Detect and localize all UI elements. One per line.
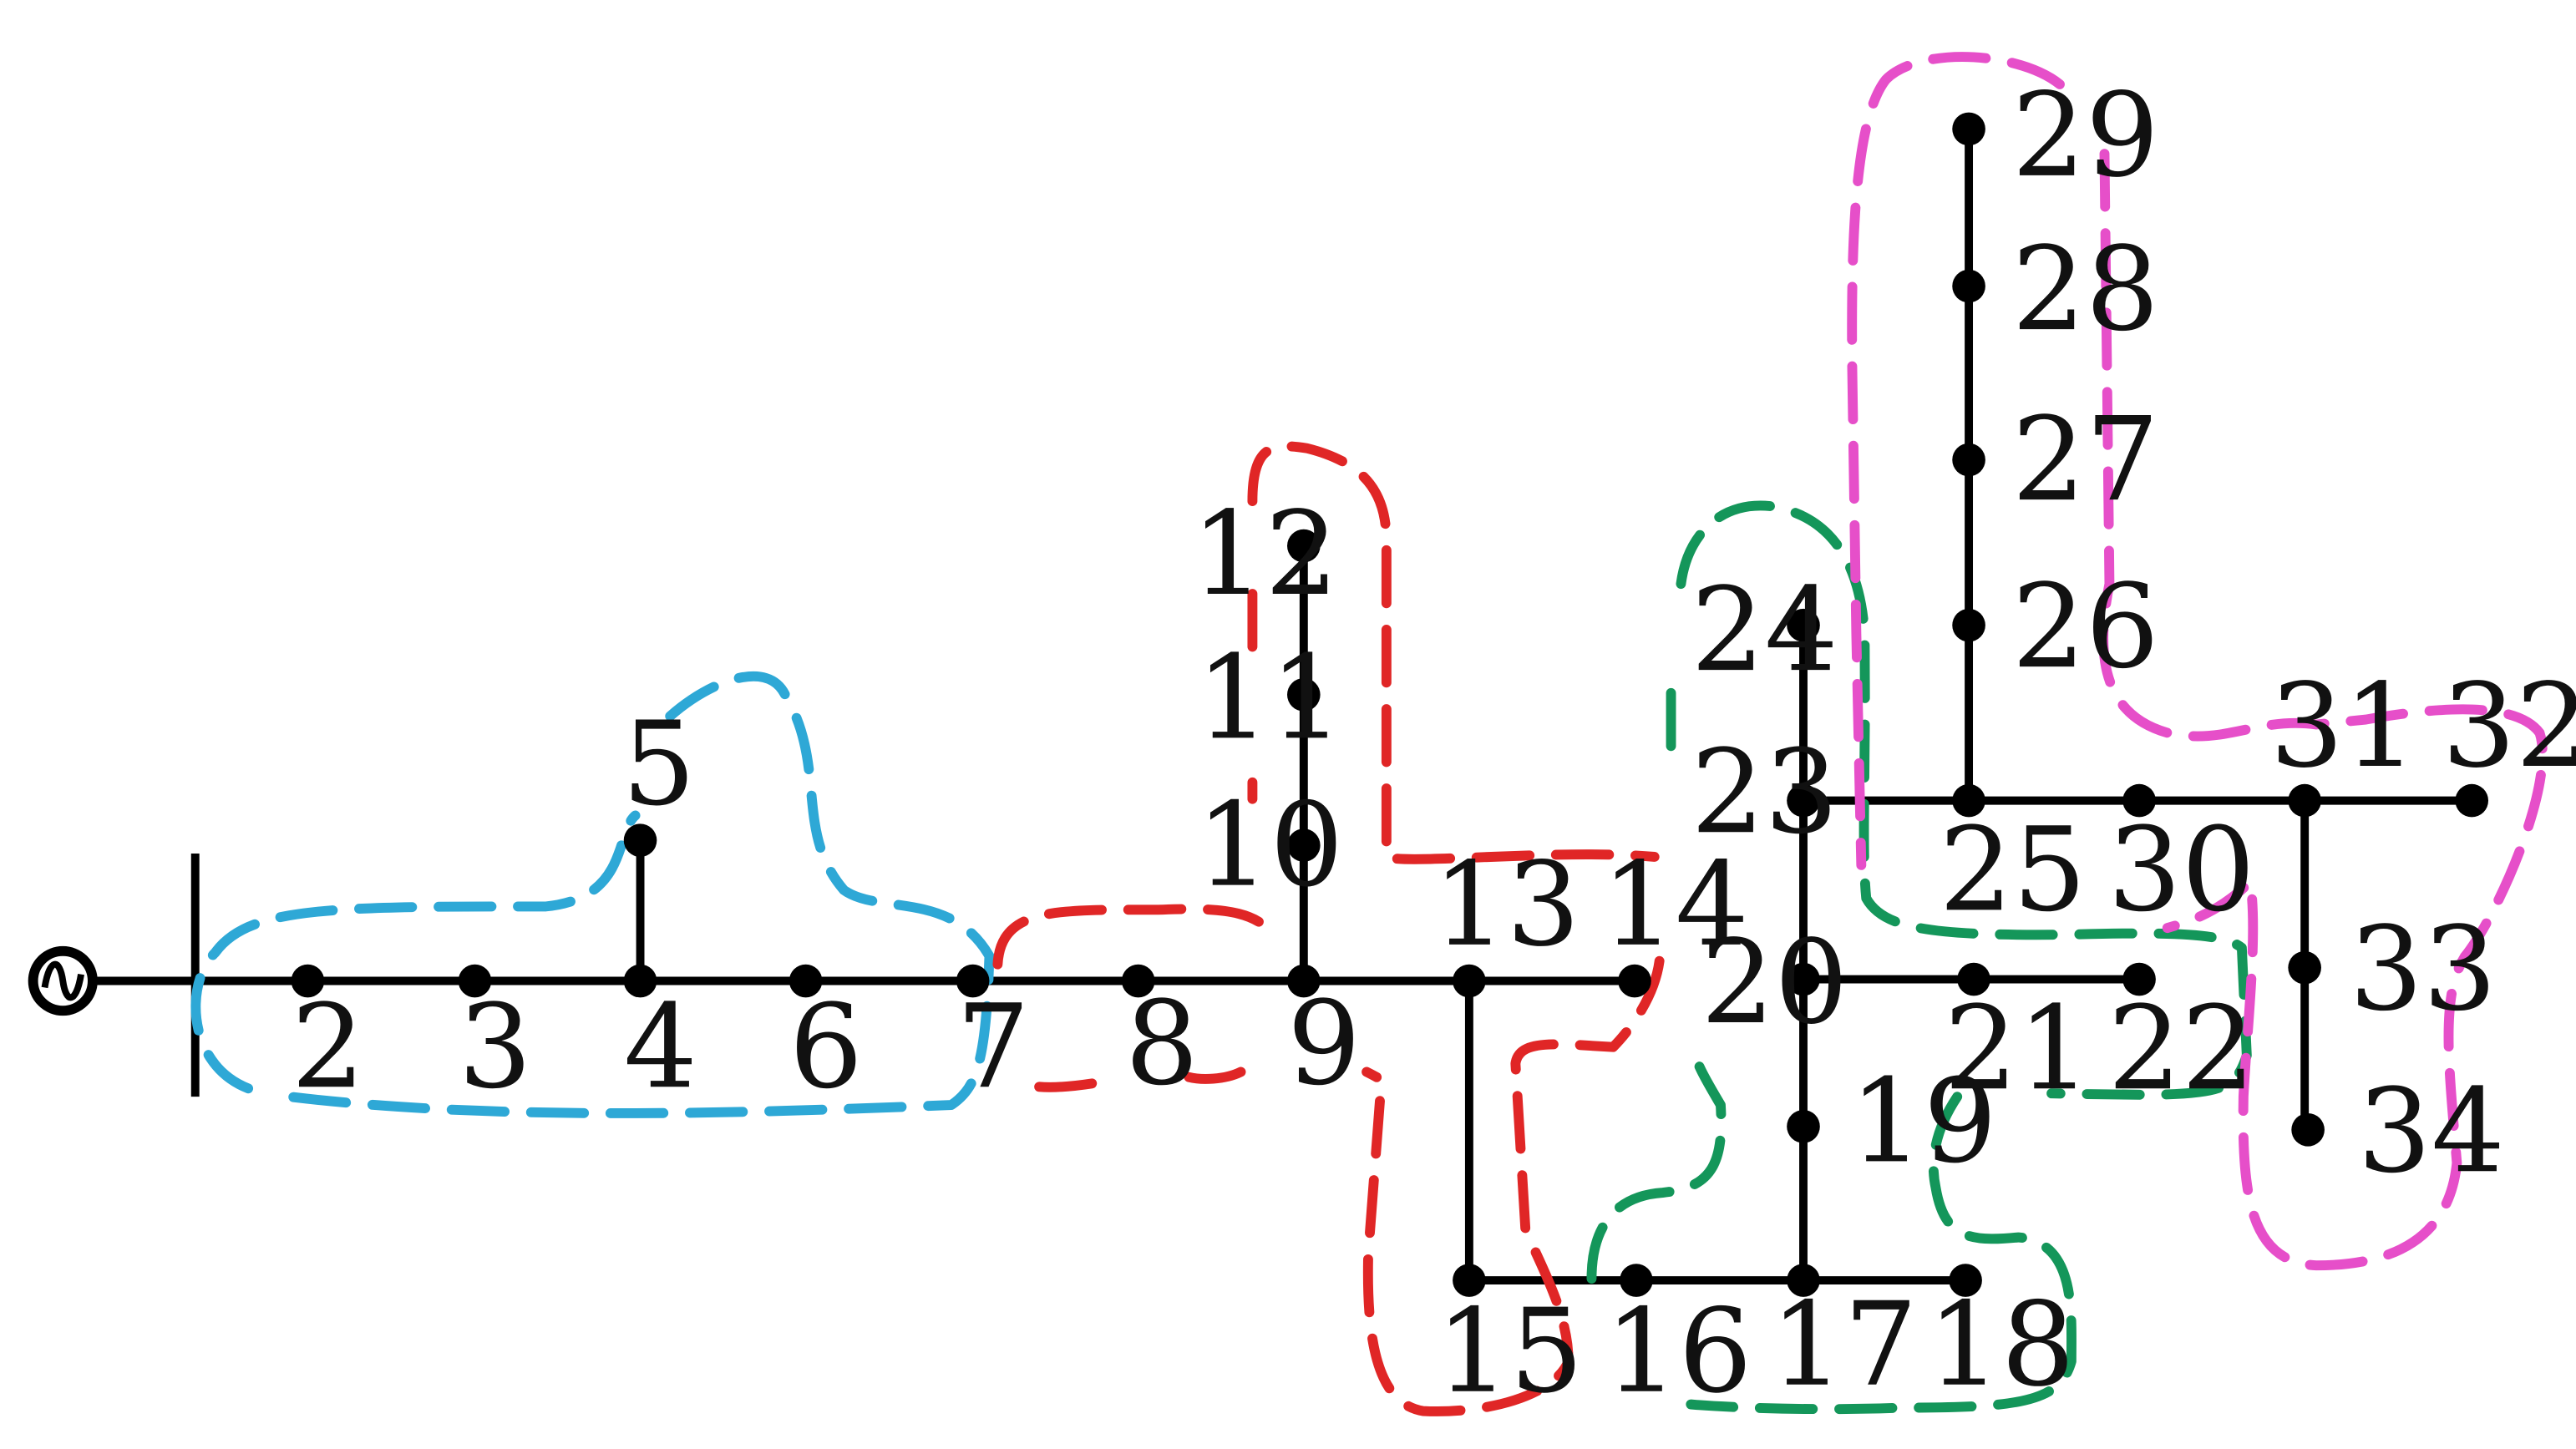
node-label: 24 [1691,562,1838,697]
node-label: 5 [622,697,696,832]
node-19: 19 [1787,1053,1997,1188]
node-22: 22 [2107,962,2255,1116]
node-24: 24 [1691,562,1838,697]
node-label: 19 [1849,1053,1996,1188]
node-label: 2 [292,979,365,1114]
node-16: 16 [1605,1264,1752,1419]
node-label: 21 [1944,980,2091,1116]
node-label: 28 [2012,221,2159,357]
node-11: 11 [1196,630,1343,765]
node-label: 20 [1701,914,1848,1050]
node-8: 8 [1121,964,1199,1111]
node-label: 9 [1287,975,1361,1111]
node-label: 12 [1191,486,1338,621]
node-label: 3 [459,979,532,1114]
node-26: 26 [1952,559,2159,694]
zone-blue-outline [190,671,995,1118]
node-label: 15 [1436,1284,1583,1419]
node-30: 30 [2107,783,2255,937]
node-10: 10 [1196,778,1343,913]
node-label: 23 [1691,724,1838,859]
node-label: 29 [2012,68,2159,203]
node-label: 10 [1196,778,1343,913]
node-label: 31 [2270,658,2417,793]
node-label: 11 [1196,630,1343,765]
node-label: 7 [956,979,1030,1114]
node-label: 13 [1433,837,1580,972]
node-25: 25 [1939,783,2087,937]
node-label: 18 [1928,1277,2075,1412]
node-label: 33 [2350,901,2497,1036]
node-23: 23 [1691,724,1838,859]
node-15: 15 [1436,1264,1584,1419]
node-label: 6 [789,979,863,1114]
network-nodes: 2 3 4 5 6 7 8 9 10 11 12 13 14 15 16 17 … [292,68,2576,1419]
node-14: 14 [1601,837,1749,998]
node-label: 16 [1605,1284,1752,1419]
node-label: 26 [2012,559,2159,694]
node-20: 20 [1701,914,1848,1050]
node-label: 8 [1125,975,1199,1111]
node-17: 17 [1770,1264,1918,1412]
node-9: 9 [1287,964,1361,1111]
node-label: 34 [2358,1063,2505,1198]
node-label: 14 [1601,837,1748,972]
node-29: 29 [1952,68,2159,203]
node-18: 18 [1928,1264,2075,1412]
node-6: 6 [789,964,863,1114]
zone-red-outline [992,441,1665,1416]
node-34: 34 [2291,1063,2505,1198]
node-21: 21 [1944,962,2092,1116]
node-label: 17 [1770,1277,1917,1412]
node-label: 4 [624,979,697,1114]
node-3: 3 [458,964,532,1114]
node-label: 32 [2442,658,2576,793]
node-4: 4 [623,964,697,1114]
zone-magenta-outline [1847,52,2548,1271]
node-label: 30 [2107,802,2254,937]
node-28: 28 [1952,221,2159,357]
node-27: 27 [1952,392,2159,527]
node-label: 25 [1939,802,2086,937]
node-7: 7 [956,964,1030,1114]
node-label: 22 [2107,980,2254,1116]
node-13: 13 [1433,837,1580,998]
node-label: 27 [2012,392,2159,527]
node-31: 31 [2270,658,2417,818]
zone-green-outline [1586,500,2252,1415]
node-33: 33 [2288,901,2497,1036]
node-32: 32 [2442,658,2576,818]
ac-source-icon [28,945,98,1016]
node-5: 5 [622,697,696,857]
node-12: 12 [1191,486,1338,621]
node-2: 2 [292,964,365,1114]
